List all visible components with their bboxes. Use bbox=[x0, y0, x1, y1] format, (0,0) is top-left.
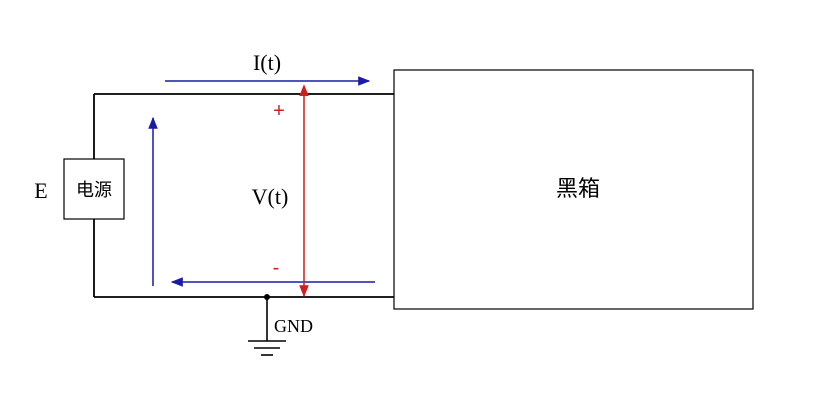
source-voltage-label: E bbox=[34, 178, 47, 203]
power-source-box bbox=[63, 158, 125, 220]
power-source-label: 电源 bbox=[76, 180, 112, 201]
black-box bbox=[393, 69, 754, 310]
voltage-minus-sign: - bbox=[273, 257, 280, 279]
black-box-label: 黑箱 bbox=[556, 177, 600, 202]
ground-label: GND bbox=[274, 316, 313, 336]
voltage-label: V(t) bbox=[252, 184, 289, 209]
voltage-plus-sign: + bbox=[273, 100, 285, 122]
current-label: I(t) bbox=[253, 50, 281, 75]
